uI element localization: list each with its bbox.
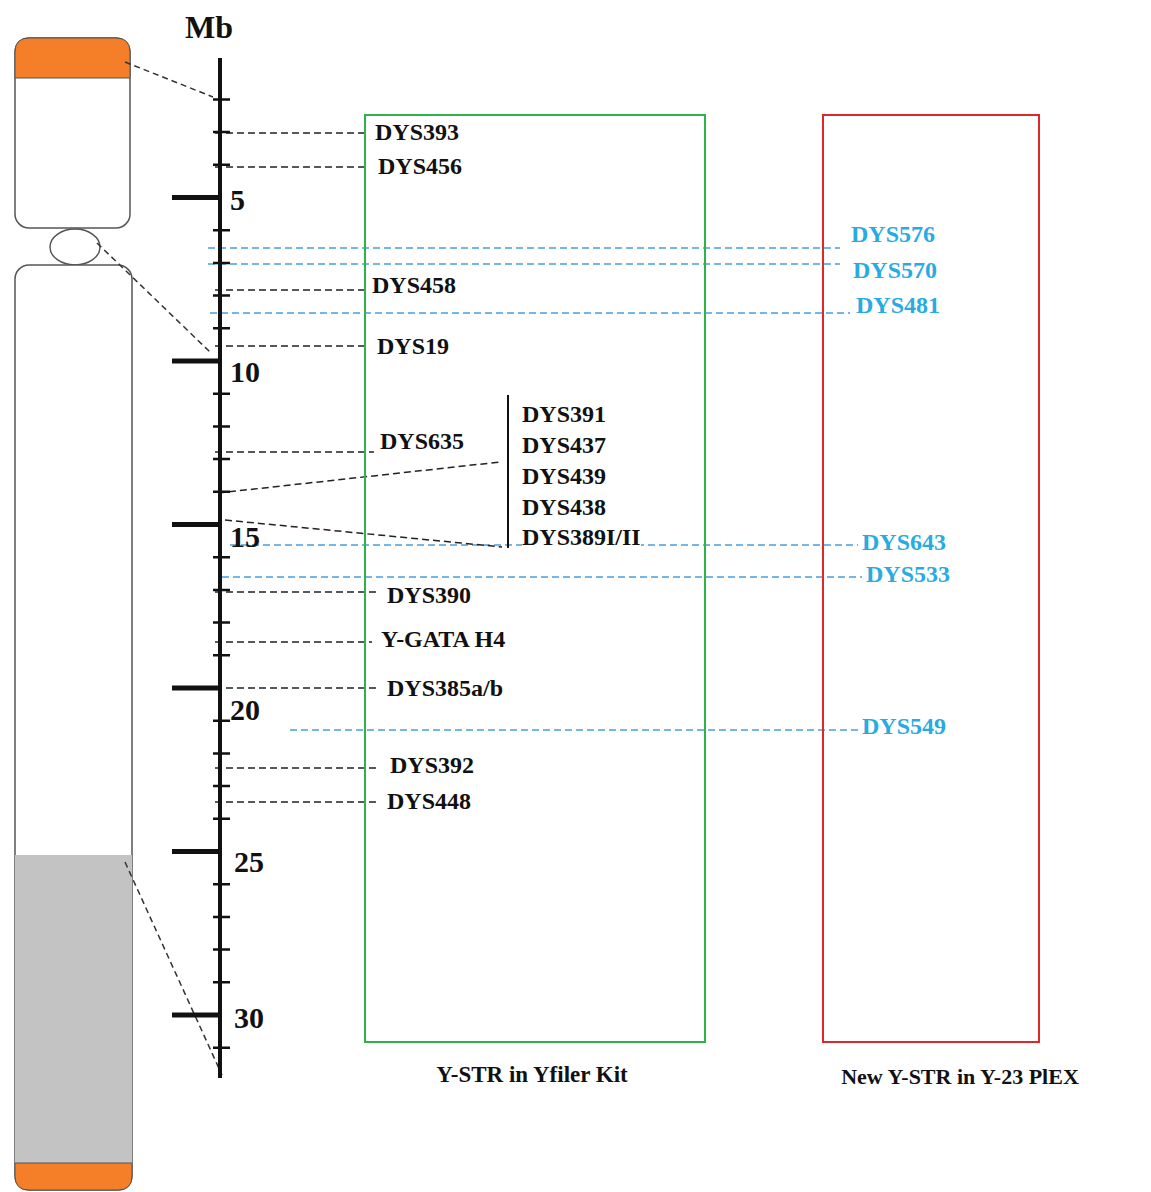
str-marker-name: DYS438 [522,495,606,520]
str-marker-name: DYS533 [866,562,950,587]
minor-ticks [213,99,230,1047]
panel-caption: Y-STR in Yfiler Kit [436,1063,627,1087]
text-slot: DYS391 [522,402,606,427]
text-slot: DYS643 [862,530,946,555]
telomere-cap [15,1163,132,1190]
short-arm [15,38,130,228]
expansion-lines [97,62,222,1075]
str-marker-name: DYS393 [375,120,459,145]
scale-number: 10 [230,356,260,388]
scale-number: 5 [230,184,245,216]
scale-axis [218,58,222,1078]
telomere-cap [15,38,130,78]
text-slot: DYS385a/b [387,676,503,701]
heterochromatin-region [15,855,132,1165]
str-marker-name: DYS549 [862,714,946,739]
str-marker-name: DYS19 [377,334,449,359]
text-slot: DYS576 [851,222,935,247]
centromere [50,229,100,265]
text-slot: DYS456 [378,154,462,179]
str-marker-name: DYS635 [380,429,464,454]
text-slot: 5 [230,184,245,216]
text-slot: DYS549 [862,714,946,739]
text-slot: DYS439 [522,464,606,489]
text-slot: DYS438 [522,495,606,520]
str-marker-name: DYS437 [522,433,606,458]
text-slot: 15 [230,521,260,553]
yfiler-leader-lines [215,133,502,802]
str-marker-name: DYS643 [862,530,946,555]
text-slot: DYS392 [390,753,474,778]
text-slot: 25 [234,846,264,878]
str-panel-box: DYS576DYS570DYS481DYS643DYS533DYS549New … [822,114,1040,1043]
str-marker-name: DYS389I/II [522,525,641,550]
scale-number: 30 [234,1002,264,1034]
str-marker-name: DYS391 [522,402,606,427]
text-slot: DYS389I/II [522,525,641,550]
text-slot: 10 [230,356,260,388]
str-marker-name: DYS481 [856,293,940,318]
text-slot: New Y-STR in Y-23 PlEX [841,1065,1079,1088]
str-marker-name: DYS448 [387,789,471,814]
scale-number: 20 [230,694,260,726]
str-marker-name: DYS576 [851,222,935,247]
text-slot: DYS448 [387,789,471,814]
long-arm [15,265,132,1190]
str-panel-box: DYS393DYS456DYS458DYS19DYS635 DYS391DYS43… [364,114,706,1043]
scale-unit: Mb [185,11,233,45]
text-slot: DYS437 [522,433,606,458]
str-marker-name: DYS458 [372,273,456,298]
text-slot: DYS635 [380,429,464,454]
text-slot: Mb [185,11,233,45]
str-marker-name: DYS456 [378,154,462,179]
text-slot: DYS390 [387,583,471,608]
str-marker-name: DYS439 [522,464,606,489]
text-slot: DYS458 [372,273,456,298]
str-marker-name: DYS390 [387,583,471,608]
panel-caption: New Y-STR in Y-23 PlEX [841,1065,1079,1088]
text-slot: DYS570 [853,258,937,283]
text-slot: DYS19 [377,334,449,359]
text-slot: 20 [230,694,260,726]
text-slot: Y-GATA H4 [381,627,505,652]
text-slot: DYS533 [866,562,950,587]
str-marker-name: DYS570 [853,258,937,283]
text-slot: 30 [234,1002,264,1034]
group-bracket [507,395,509,548]
str-marker-name: DYS385a/b [387,676,503,701]
text-slot: Y-STR in Yfiler Kit [436,1063,627,1087]
scale-number: 25 [234,846,264,878]
str-marker-name: Y-GATA H4 [381,627,505,652]
new-str-leader-lines [208,248,862,730]
str-marker-name: DYS392 [390,753,474,778]
major-ticks [172,198,222,1016]
text-slot: DYS393 [375,120,459,145]
text-slot: DYS481 [856,293,940,318]
scale-number: 15 [230,521,260,553]
